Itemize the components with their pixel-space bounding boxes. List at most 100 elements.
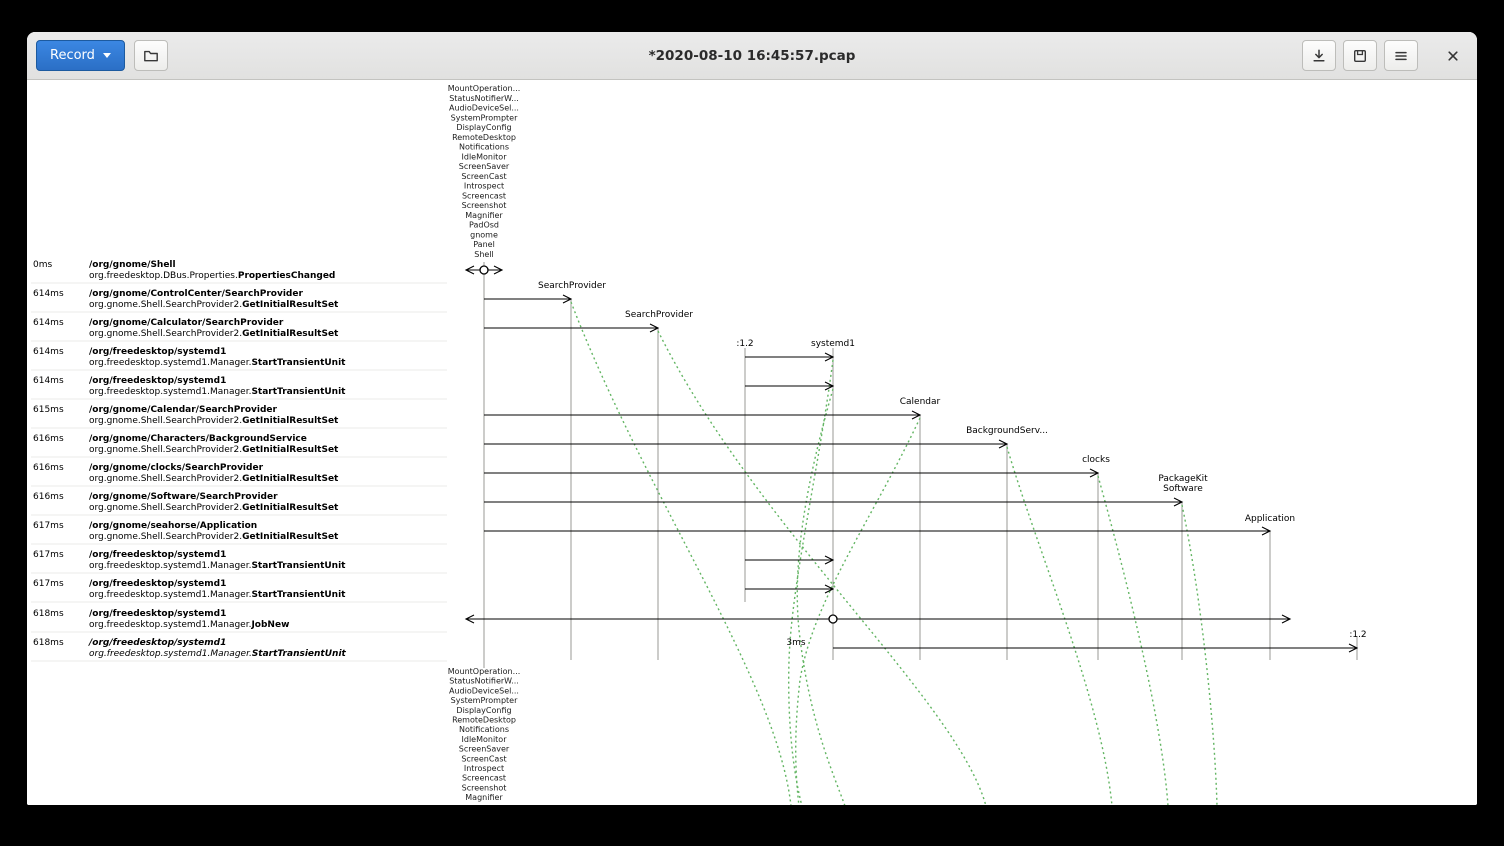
bottom-service-label: Notifications	[459, 725, 509, 734]
bottom-service-label: Magnifier	[465, 793, 503, 802]
interface-member: org.freedesktop.systemd1.Manager.StartTr…	[89, 649, 347, 659]
bottom-service-label: ScreenCast	[461, 754, 506, 763]
arrow-label: SearchProvider	[538, 281, 606, 291]
message-timestamp: 618ms	[33, 609, 64, 619]
message-row[interactable]: 616ms/org/gnome/Characters/BackgroundSer…	[33, 434, 1009, 455]
top-service-label: IdleMonitor	[462, 152, 508, 161]
arrowhead-right	[824, 584, 835, 594]
arrow-label: Calendar	[900, 397, 941, 407]
bottom-service-label: AudioDeviceSel...	[449, 686, 519, 695]
message-row[interactable]: 614ms/org/freedesktop/systemd1org.freede…	[33, 347, 835, 368]
interface-member: org.freedesktop.systemd1.Manager.StartTr…	[89, 561, 346, 571]
arrow-label: :1.2	[736, 339, 753, 349]
top-service-label: DisplayConfig	[456, 123, 511, 132]
arrowhead-right	[1089, 468, 1100, 478]
arrowhead-right	[1173, 497, 1184, 507]
arrowhead-left	[464, 614, 475, 624]
object-path: /org/freedesktop/systemd1	[89, 579, 226, 589]
download-button[interactable]	[1302, 40, 1336, 71]
message-timestamp: 614ms	[33, 347, 64, 357]
top-service-label: Panel	[473, 240, 495, 249]
interface-member: org.freedesktop.systemd1.Manager.StartTr…	[89, 387, 346, 397]
bottom-service-label: IdleMonitor	[462, 735, 508, 744]
top-service-label: Introspect	[464, 182, 504, 191]
object-path: /org/gnome/Calendar/SearchProvider	[89, 405, 278, 415]
object-path: /org/freedesktop/systemd1	[89, 376, 226, 386]
top-service-label: Shell	[474, 250, 494, 259]
bottom-service-label: MountOperation...	[448, 667, 521, 676]
object-path: /org/gnome/Calculator/SearchProvider	[89, 318, 284, 328]
call-return-curve	[1181, 504, 1218, 805]
top-service-label: ScreenSaver	[459, 162, 510, 171]
message-row[interactable]: 0ms/org/gnome/Shellorg.freedesktop.DBus.…	[33, 260, 504, 281]
save-button[interactable]	[1343, 40, 1377, 71]
interface-member: org.gnome.Shell.SearchProvider2.GetIniti…	[89, 329, 339, 339]
message-row[interactable]: 614ms/org/gnome/Calculator/SearchProvide…	[33, 318, 660, 339]
message-timestamp: 616ms	[33, 463, 64, 473]
app-window: Record *2020-08-10 16:45:57.pcap	[27, 32, 1477, 805]
call-return-curve	[788, 359, 834, 805]
interface-member: org.gnome.Shell.SearchProvider2.GetIniti…	[89, 300, 339, 310]
arrow-label: Software	[1163, 484, 1203, 494]
diagram-area: MountOperation...StatusNotifierW...Audio…	[27, 80, 1477, 805]
record-button[interactable]: Record	[36, 40, 125, 71]
bottom-service-label: RemoteDesktop	[452, 716, 516, 725]
top-service-label: gnome	[470, 230, 498, 239]
message-row[interactable]: 614ms/org/freedesktop/systemd1org.freede…	[33, 376, 835, 397]
arrowhead-right	[1261, 526, 1272, 536]
message-row[interactable]: 617ms/org/gnome/seahorse/Applicationorg.…	[33, 521, 1272, 542]
header-bar: Record *2020-08-10 16:45:57.pcap	[27, 32, 1477, 80]
interface-member: org.freedesktop.systemd1.Manager.StartTr…	[89, 358, 346, 368]
bottom-service-label: Introspect	[464, 764, 504, 773]
call-return-curve	[1006, 446, 1113, 805]
message-row[interactable]: 617ms/org/freedesktop/systemd1org.freede…	[33, 550, 835, 571]
window-title: *2020-08-10 16:45:57.pcap	[648, 47, 856, 64]
message-timestamp: 617ms	[33, 521, 64, 531]
header-right-group	[1302, 40, 1468, 71]
message-timestamp: 617ms	[33, 550, 64, 560]
hamburger-menu-icon	[1395, 51, 1407, 60]
message-timestamp: 618ms	[33, 638, 64, 648]
top-service-label: PadOsd	[469, 221, 499, 230]
sequence-diagram[interactable]: MountOperation...StatusNotifierW...Audio…	[27, 80, 1477, 805]
signal-origin-marker	[828, 614, 838, 624]
message-timestamp: 614ms	[33, 289, 64, 299]
interface-member: org.gnome.Shell.SearchProvider2.GetIniti…	[89, 532, 339, 542]
menu-button[interactable]	[1384, 40, 1418, 71]
top-service-label: Notifications	[459, 143, 509, 152]
arrow-label: SearchProvider	[625, 310, 693, 320]
message-row[interactable]: 614ms/org/gnome/ControlCenter/SearchProv…	[33, 289, 573, 310]
message-row[interactable]: 618ms/org/freedesktop/systemd1org.freede…	[33, 638, 1359, 659]
close-button[interactable]	[1438, 41, 1468, 71]
close-icon	[1448, 50, 1458, 61]
arrowhead-right	[493, 265, 504, 275]
object-path: /org/freedesktop/systemd1	[88, 638, 226, 648]
arrowhead-right	[998, 439, 1009, 449]
message-timestamp: 0ms	[33, 260, 52, 270]
bottom-service-label: SystemPrompter	[451, 696, 518, 705]
call-return-curve	[795, 417, 921, 805]
message-row[interactable]: 616ms/org/gnome/Software/SearchProvidero…	[33, 492, 1184, 513]
interface-member: org.freedesktop.systemd1.Manager.StartTr…	[89, 590, 346, 600]
interface-member: org.freedesktop.systemd1.Manager.JobNew	[89, 620, 289, 630]
object-path: /org/gnome/ControlCenter/SearchProvider	[89, 289, 303, 299]
message-row[interactable]: 617ms/org/freedesktop/systemd1org.freede…	[33, 579, 835, 600]
arrow-label: 3ms	[786, 638, 805, 648]
top-service-label: AudioDeviceSel...	[449, 104, 519, 113]
chevron-down-icon	[102, 53, 111, 58]
arrowhead-right	[824, 555, 835, 565]
object-path: /org/gnome/clocks/SearchProvider	[89, 463, 264, 473]
object-path: /org/gnome/seahorse/Application	[89, 521, 257, 531]
arrow-label: BackgroundServ...	[966, 426, 1048, 436]
message-row[interactable]: 618ms/org/freedesktop/systemd1org.freede…	[33, 609, 1292, 630]
bottom-service-label: Screenshot	[462, 783, 507, 792]
arrowhead-right	[1348, 643, 1359, 653]
message-row[interactable]: 616ms/org/gnome/clocks/SearchProviderorg…	[33, 463, 1100, 484]
interface-member: org.gnome.Shell.SearchProvider2.GetIniti…	[89, 503, 339, 513]
open-button[interactable]	[133, 40, 168, 71]
arrow-label: clocks	[1082, 455, 1110, 465]
object-path: /org/gnome/Characters/BackgroundService	[89, 434, 307, 444]
object-path: /org/freedesktop/systemd1	[89, 550, 226, 560]
message-row[interactable]: 615ms/org/gnome/Calendar/SearchProvidero…	[33, 405, 922, 426]
